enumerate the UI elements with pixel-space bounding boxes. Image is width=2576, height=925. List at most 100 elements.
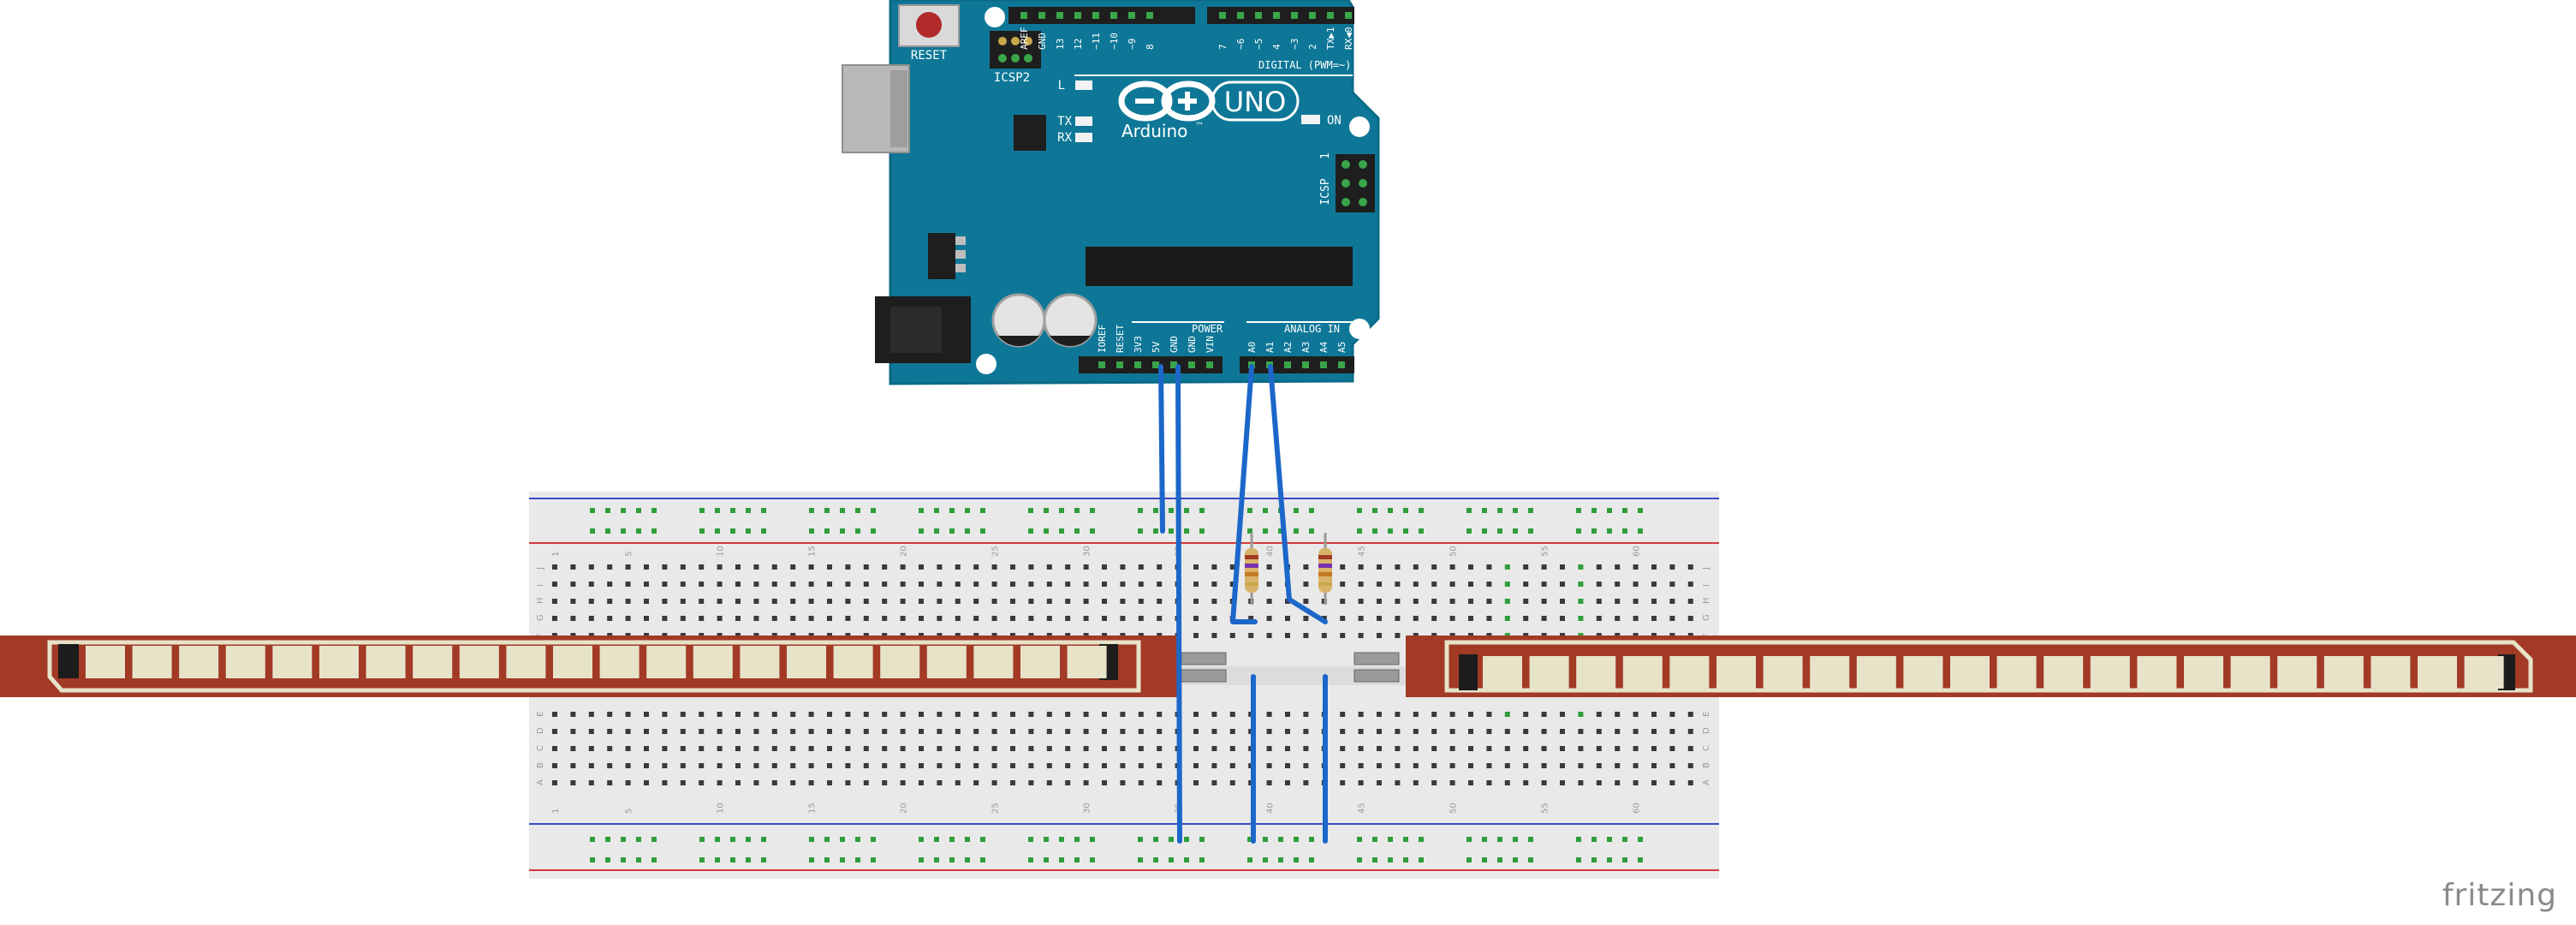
breadboard-hole bbox=[1303, 582, 1309, 587]
breadboard-hole bbox=[1413, 763, 1419, 768]
usb-chip bbox=[1014, 115, 1046, 151]
breadboard-hole bbox=[1633, 564, 1639, 570]
breadboard-hole bbox=[1193, 599, 1199, 604]
breadboard-hole bbox=[1083, 746, 1089, 751]
breadboard-hole bbox=[552, 746, 557, 751]
breadboard-hole bbox=[1468, 582, 1473, 587]
breadboard-hole bbox=[1065, 780, 1071, 785]
rail-hole bbox=[1591, 837, 1597, 842]
breadboard-hole bbox=[1449, 712, 1455, 717]
sensor-segment bbox=[973, 646, 1014, 678]
breadboard-hole bbox=[1651, 616, 1657, 621]
row-letter: E bbox=[536, 712, 545, 717]
breadboard-hole bbox=[827, 763, 832, 768]
sensor-segment bbox=[833, 646, 873, 678]
rail-hole bbox=[1153, 508, 1158, 513]
rail-hole bbox=[840, 508, 845, 513]
breadboard-hole bbox=[625, 729, 631, 734]
pin-label: ~6 bbox=[1235, 39, 1246, 50]
pin-label: TX▶1 bbox=[1325, 27, 1336, 51]
breadboard-hole bbox=[680, 729, 686, 734]
breadboard-hole bbox=[808, 729, 814, 734]
rail-hole bbox=[1294, 508, 1299, 513]
breadboard-hole bbox=[1504, 746, 1510, 751]
breadboard-hole bbox=[1193, 633, 1199, 638]
rail-hole bbox=[636, 837, 641, 842]
breadboard-hole bbox=[1065, 599, 1071, 604]
breadboard-hole bbox=[1157, 599, 1163, 604]
breadboard-hole bbox=[1504, 780, 1510, 785]
sensor-segment bbox=[1483, 656, 1522, 689]
breadboard-hole bbox=[1504, 712, 1510, 717]
column-number: 40 bbox=[1266, 803, 1276, 814]
breadboard-hole bbox=[1395, 633, 1401, 638]
breadboard-hole bbox=[1560, 712, 1565, 717]
breadboard-hole bbox=[1102, 746, 1107, 751]
sensor-segment bbox=[506, 646, 546, 678]
breadboard-hole bbox=[1266, 564, 1272, 570]
rail-hole bbox=[1090, 508, 1095, 513]
rail-hole bbox=[715, 857, 720, 862]
breadboard-hole bbox=[937, 582, 943, 587]
rail-hole bbox=[605, 528, 610, 534]
breadboard-hole bbox=[1468, 564, 1473, 570]
breadboard-hole bbox=[1358, 729, 1364, 734]
breadboard-hole bbox=[1651, 564, 1657, 570]
breadboard-hole bbox=[1560, 599, 1565, 604]
breadboard-hole bbox=[1541, 564, 1547, 570]
breadboard-hole bbox=[753, 729, 759, 734]
rail-hole bbox=[1199, 857, 1205, 862]
rail-hole bbox=[1419, 528, 1424, 534]
breadboard-hole bbox=[1541, 582, 1547, 587]
rail-hole bbox=[651, 528, 657, 534]
breadboard-hole bbox=[1285, 633, 1290, 638]
rail-hole bbox=[590, 528, 595, 534]
breadboard-hole bbox=[1211, 763, 1217, 768]
breadboard-hole bbox=[607, 564, 613, 570]
rail-hole bbox=[1263, 508, 1268, 513]
breadboard-hole bbox=[717, 729, 723, 734]
breadboard-hole bbox=[1633, 616, 1639, 621]
pin-label: ~11 bbox=[1091, 33, 1102, 50]
breadboard-hole bbox=[771, 564, 777, 570]
arduino-wordmark: Arduino bbox=[1121, 121, 1187, 141]
breadboard-hole bbox=[1431, 746, 1437, 751]
rail-hole bbox=[965, 837, 970, 842]
sensor-segment bbox=[2044, 656, 2084, 689]
breadboard-hole bbox=[1596, 616, 1602, 621]
breadboard-hole bbox=[991, 729, 997, 734]
rail-hole bbox=[1497, 857, 1502, 862]
rail-hole bbox=[715, 837, 720, 842]
breadboard-hole bbox=[1596, 582, 1602, 587]
breadboard-hole bbox=[845, 712, 851, 717]
rail-hole bbox=[1622, 857, 1627, 862]
breadboard-hole bbox=[1102, 729, 1107, 734]
rail-hole bbox=[1388, 528, 1393, 534]
pin-label: 5V bbox=[1151, 341, 1162, 353]
breadboard-hole bbox=[1395, 582, 1401, 587]
breadboard-hole bbox=[900, 599, 906, 604]
rail-hole bbox=[715, 528, 720, 534]
breadboard-hole bbox=[1065, 729, 1071, 734]
breadboard-hole bbox=[991, 780, 997, 785]
breadboard-hole bbox=[1138, 746, 1144, 751]
column-number: 20 bbox=[900, 803, 909, 814]
rail-hole bbox=[1513, 508, 1518, 513]
breadboard-hole bbox=[919, 746, 924, 751]
breadboard-hole bbox=[1358, 582, 1364, 587]
flex-sensor-trace bbox=[1444, 640, 2533, 693]
breadboard-hole bbox=[863, 746, 869, 751]
breadboard-hole bbox=[662, 746, 668, 751]
breadboard-hole bbox=[680, 599, 686, 604]
row-letter: H bbox=[1702, 597, 1711, 604]
breadboard-hole bbox=[955, 564, 961, 570]
breadboard-hole bbox=[588, 763, 594, 768]
rail-hole bbox=[715, 508, 720, 513]
breadboard-hole bbox=[1010, 729, 1015, 734]
breadboard-hole bbox=[662, 599, 668, 604]
breadboard-hole bbox=[1377, 564, 1382, 570]
breadboard-hole bbox=[570, 599, 576, 604]
rail-hole bbox=[1059, 528, 1064, 534]
sensor-segment bbox=[319, 646, 359, 678]
